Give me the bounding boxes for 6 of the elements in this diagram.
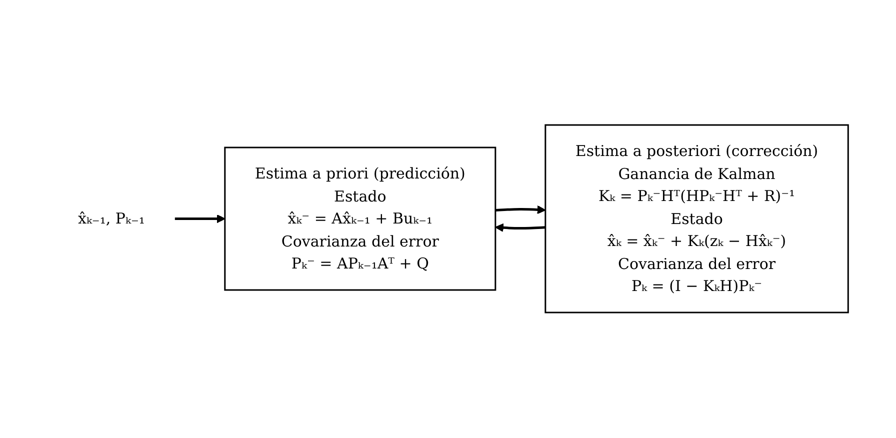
arrow [495,206,546,214]
node-box: Estima a priori (predicción) Estado x̂ₖ⁻ = Ax̂ₖ₋₁ + Buₖ₋₁ Covarianza del error Pₖ⁻ = APₖ₋₁Aᵀ + Q [224,147,496,291]
arrow [494,224,546,232]
node-box: Estima a posteriori (corrección) Ganancia de Kalman Kₖ = Pₖ⁻Hᵀ(HPₖ⁻Hᵀ + R)⁻¹ Estado x̂ₖ = x̂ₖ⁻ + Kₖ(zₖ − Hx̂ₖ⁻) Covarianza del error Pₖ = (I − KₖH)Pₖ⁻ [544,124,849,314]
arrow [174,214,226,224]
node-text: x̂ₖ₋₁, Pₖ₋₁ [78,210,145,228]
